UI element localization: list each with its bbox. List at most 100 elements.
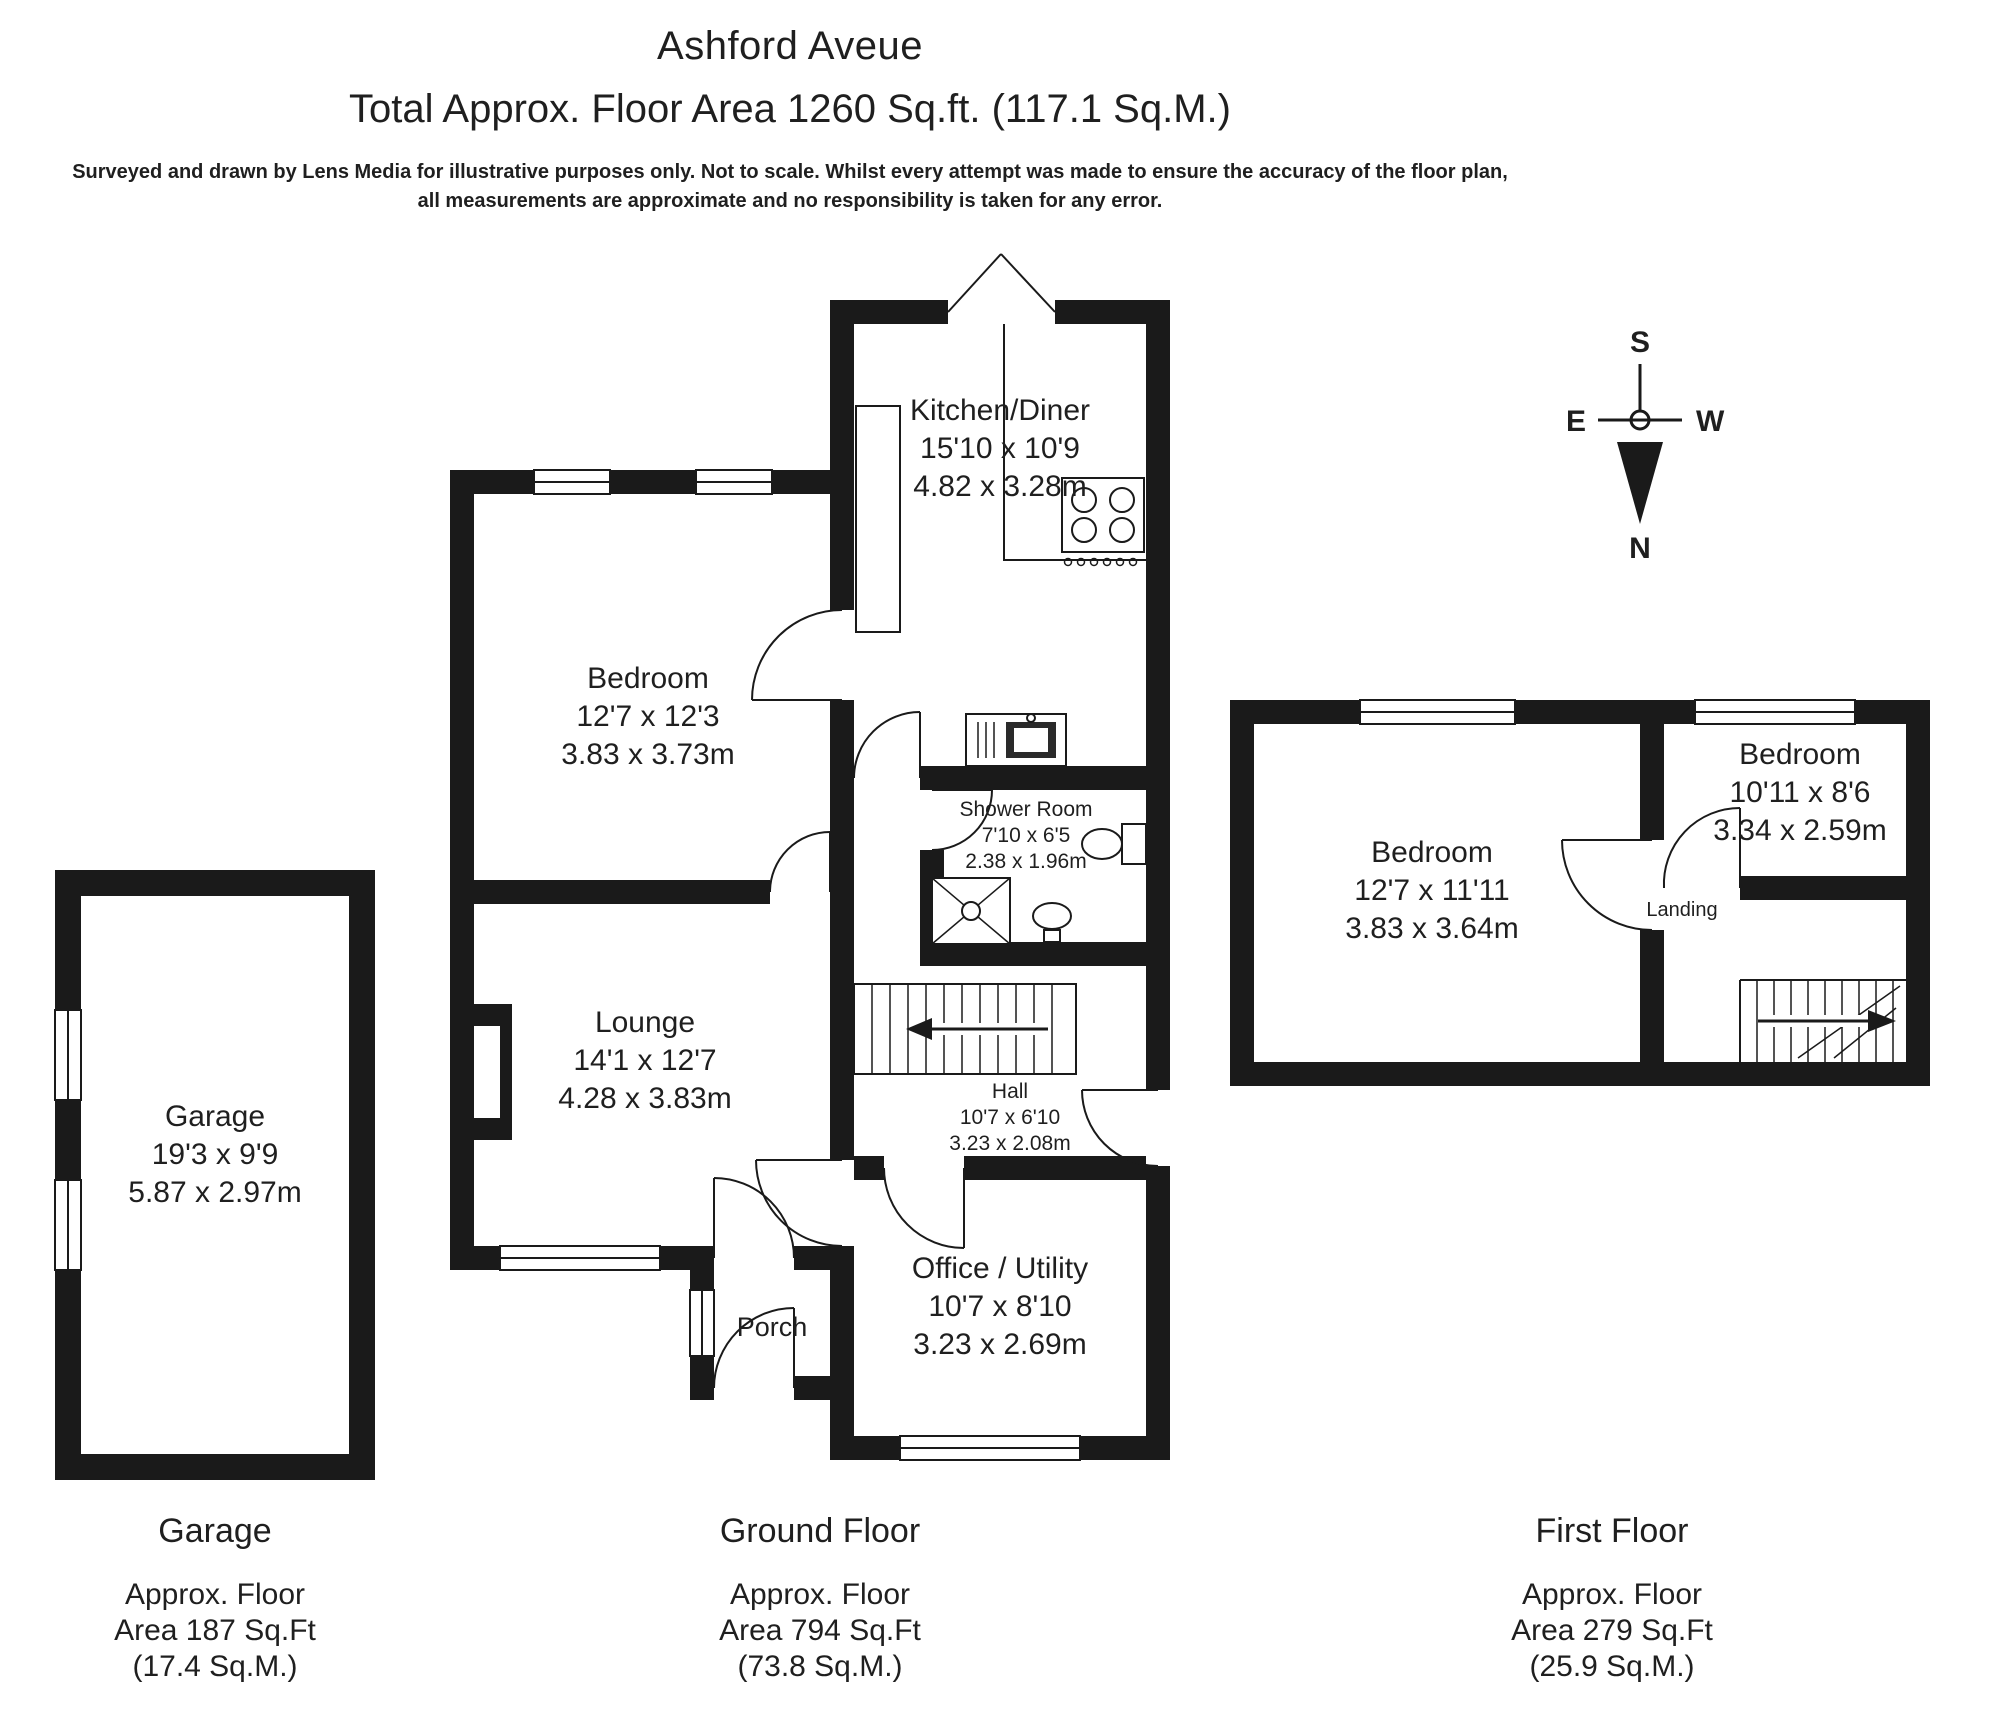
office-room-name: Office / Utility — [912, 1252, 1088, 1285]
stairs-direction-arrow — [1868, 1010, 1896, 1032]
toilet-icon — [1081, 823, 1147, 865]
kitchen-counter — [1003, 324, 1146, 561]
ground-floor-footer-title: Ground Floor — [719, 1512, 921, 1550]
bedroom-main-room-name: Bedroom — [1371, 836, 1493, 869]
first-floor-footer-title: First Floor — [1535, 1512, 1689, 1550]
ground-floor-plan: Kitchen/Diner 15'10 x 10'9 4.82 x 3.28m … — [450, 253, 1170, 1461]
garage-footer-area: Approx. Floor Area 187 Sq.Ft (17.4 Sq.M.… — [114, 1577, 316, 1685]
compass-needle — [1617, 442, 1663, 524]
patio-door-icon — [947, 253, 1002, 313]
shower-icon — [931, 877, 1011, 945]
ground-floor-windows — [499, 469, 1081, 1461]
door-arc — [853, 711, 921, 779]
kitchen-sink-icon — [965, 713, 1067, 767]
first-floor-labels: Bedroom 12'7 x 11'11 3.83 x 3.64m Bedroo… — [1345, 738, 1886, 945]
door-arc — [713, 1307, 795, 1389]
compass-east-label: E — [1566, 405, 1586, 438]
garage-windows — [54, 1009, 82, 1271]
hall-dims-m: 3.23 x 2.08m — [949, 1132, 1070, 1155]
landing-room-name: Landing — [1646, 899, 1717, 921]
ground-floor-footer-area: Approx. Floor Area 794 Sq.Ft (73.8 Sq.M.… — [719, 1577, 921, 1685]
garage-walls — [55, 870, 375, 1480]
bedroom-main-dims-ft: 12'7 x 11'11 — [1354, 874, 1509, 907]
garage-footer: Garage Approx. Floor Area 187 Sq.Ft (17.… — [114, 1512, 316, 1685]
shower-room-dims-m: 2.38 x 1.96m — [965, 850, 1086, 873]
compass-south-label: S — [1630, 326, 1650, 359]
ground-floor-area-line-2: Area 794 Sq.Ft — [719, 1614, 921, 1647]
lounge-dims-ft: 14'1 x 12'7 — [573, 1044, 716, 1077]
bedroom-second-dims-m: 3.34 x 2.59m — [1713, 814, 1886, 847]
office-dims-m: 3.23 x 2.69m — [913, 1328, 1086, 1361]
shower-room-fixtures — [931, 823, 1147, 945]
ground-floor-labels: Kitchen/Diner 15'10 x 10'9 4.82 x 3.28m … — [558, 394, 1092, 1361]
lounge-room-name: Lounge — [595, 1006, 695, 1039]
first-floor-footer-area: Approx. Floor Area 279 Sq.Ft (25.9 Sq.M.… — [1511, 1577, 1713, 1685]
bedroom-second-dims-ft: 10'11 x 8'6 — [1729, 776, 1870, 809]
bedroom-ground-dims-ft: 12'7 x 12'3 — [576, 700, 719, 733]
stairs-direction-arrow — [906, 1018, 932, 1040]
kitchen-room-name: Kitchen/Diner — [910, 394, 1090, 427]
door-arc — [755, 1159, 843, 1247]
door-arc — [713, 1177, 795, 1259]
garage-label: Garage 19'3 x 9'9 5.87 x 2.97m — [128, 1100, 301, 1209]
first-floor-area-line-1: Approx. Floor — [1521, 1578, 1703, 1611]
lounge-dims-m: 4.28 x 3.83m — [558, 1082, 731, 1115]
page-title: Ashford Aveue — [657, 24, 923, 68]
staircase-first — [1739, 979, 1906, 1062]
ground-floor-walls — [450, 300, 1170, 1460]
kitchen-dims-ft: 15'10 x 10'9 — [920, 432, 1080, 465]
hob-icon — [1061, 477, 1145, 567]
first-floor-plan: Bedroom 12'7 x 11'11 3.83 x 3.64m Bedroo… — [1230, 699, 1930, 1086]
compass-north-label: N — [1629, 532, 1651, 565]
kitchen-fixtures — [855, 324, 1146, 767]
door-arc — [883, 1167, 965, 1249]
garage-area-line-2: Area 187 Sq.Ft — [114, 1614, 316, 1647]
garage-dims-ft: 19'3 x 9'9 — [152, 1138, 279, 1171]
first-floor-area-line-3: (25.9 Sq.M.) — [1529, 1650, 1695, 1683]
first-floor-doors — [1561, 806, 1741, 931]
porch-room-name: Porch — [737, 1312, 808, 1342]
garage-footer-title: Garage — [158, 1512, 272, 1550]
bedroom-main-dims-m: 3.83 x 3.64m — [1345, 912, 1518, 945]
staircase-ground — [853, 983, 1077, 1075]
garage-plan: Garage 19'3 x 9'9 5.87 x 2.97m — [54, 870, 375, 1480]
hall-dims-ft: 10'7 x 6'10 — [960, 1106, 1060, 1129]
bedroom-ground-dims-m: 3.83 x 3.73m — [561, 738, 734, 771]
patio-door-icon — [1000, 253, 1056, 313]
door-arc — [1081, 1089, 1159, 1167]
door-arc — [751, 609, 843, 701]
first-floor-walls — [1230, 700, 1930, 1086]
garage-dims-m: 5.87 x 2.97m — [128, 1176, 301, 1209]
bedroom-second-room-name: Bedroom — [1739, 738, 1861, 771]
ground-floor-area-line-1: Approx. Floor — [729, 1578, 911, 1611]
ground-floor-doors — [713, 253, 1159, 1389]
disclaimer-line-2: all measurements are approximate and no … — [417, 190, 1163, 212]
shower-room-dims-ft: 7'10 x 6'5 — [982, 824, 1071, 847]
disclaimer: Surveyed and drawn by Lens Media for ill… — [0, 158, 1580, 216]
disclaimer-line-1: Surveyed and drawn by Lens Media for ill… — [72, 161, 1508, 183]
kitchen-dims-m: 4.82 x 3.28m — [913, 470, 1086, 503]
total-area-subtitle: Total Approx. Floor Area 1260 Sq.ft. (11… — [349, 87, 1231, 131]
door-arc — [769, 831, 831, 893]
first-floor-windows — [1359, 699, 1856, 725]
hall-room-name: Hall — [992, 1080, 1028, 1103]
office-dims-ft: 10'7 x 8'10 — [928, 1290, 1071, 1323]
bedroom-ground-room-name: Bedroom — [587, 662, 709, 695]
door-arc — [931, 789, 993, 851]
ground-floor-area-line-3: (73.8 Sq.M.) — [737, 1650, 903, 1683]
garage-area-line-3: (17.4 Sq.M.) — [132, 1650, 298, 1683]
garage-area-line-1: Approx. Floor — [124, 1578, 306, 1611]
ground-floor-footer: Ground Floor Approx. Floor Area 794 Sq.F… — [719, 1512, 921, 1685]
door-arc — [1561, 839, 1653, 931]
first-floor-area-line-2: Area 279 Sq.Ft — [1511, 1614, 1713, 1647]
header: Ashford Aveue Total Approx. Floor Area 1… — [0, 24, 1580, 216]
basin-icon — [1032, 902, 1072, 943]
shower-room-name: Shower Room — [959, 798, 1092, 821]
door-arc — [1662, 806, 1741, 889]
kitchen-worktop — [855, 405, 901, 633]
compass-west-label: W — [1696, 405, 1725, 438]
first-floor-footer: First Floor Approx. Floor Area 279 Sq.Ft… — [1511, 1512, 1713, 1685]
compass-icon: S E W N — [1566, 326, 1725, 565]
